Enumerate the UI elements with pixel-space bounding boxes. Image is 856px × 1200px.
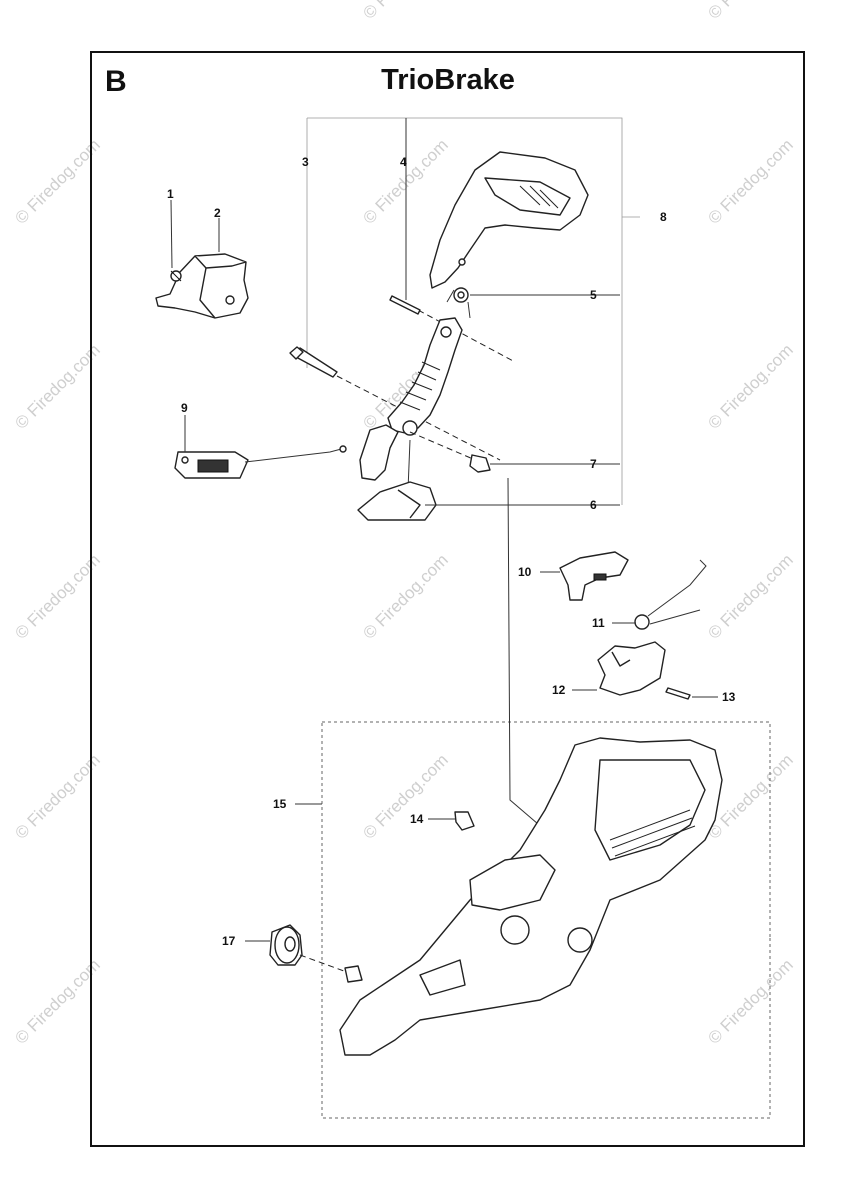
part-7-bushing: [469, 454, 491, 473]
watermark: © Firedog.com: [704, 955, 796, 1047]
part-5-spring: [446, 287, 471, 319]
callout-6: 6: [590, 498, 597, 512]
callout-15: 15: [273, 797, 287, 811]
part-2-cover: [155, 253, 249, 319]
part-13-pin: [665, 687, 691, 700]
watermark: © Firedog.com: [359, 550, 451, 642]
part-6-guard: [357, 481, 437, 521]
callout-14: 14: [410, 812, 424, 826]
part-11-spring: [634, 559, 707, 630]
diagram-title: TrioBrake: [381, 64, 515, 96]
watermark: © Firedog.com: [704, 550, 796, 642]
part-9-sensor: [174, 445, 347, 479]
callout-labels: 1 2 3 4 8 5 9 7 6 10 11 12 13 15 14 17: [167, 155, 736, 948]
callout-1: 1: [167, 187, 174, 201]
watermark: © Firedog.com: [359, 750, 451, 842]
watermark: © Firedog.com: [11, 955, 103, 1047]
callout-5: 5: [590, 288, 597, 302]
part-12: [597, 641, 666, 696]
callout-10: 10: [518, 565, 532, 579]
callout-7: 7: [590, 457, 597, 471]
part-17-damper: [269, 924, 303, 966]
watermark: © Firedog.com: [704, 0, 796, 23]
watermark: © Firedog.com: [704, 340, 796, 432]
callout-8: 8: [660, 210, 667, 224]
part-8-handle: [429, 151, 589, 289]
brake-lever-assembly: [359, 317, 463, 481]
part-10: [559, 551, 629, 601]
part-15-housing: [339, 737, 723, 1056]
watermark-side: © Firedog.com: [11, 135, 103, 227]
callout-9: 9: [181, 401, 188, 415]
part-14-bushing: [454, 811, 475, 831]
callout-12: 12: [552, 683, 566, 697]
callout-11: 11: [592, 616, 605, 630]
part-3-bolt: [289, 346, 338, 378]
watermark: © Firedog.com: [11, 550, 103, 642]
callout-2: 2: [214, 206, 221, 220]
watermark: © Firedog.com: [11, 340, 103, 432]
watermark: © Firedog.com: [359, 0, 451, 23]
group-bracket: [306, 117, 640, 505]
watermark: © Firedog.com: [11, 750, 103, 842]
callout-3: 3: [302, 155, 309, 169]
section-letter: B: [105, 65, 127, 98]
callout-13: 13: [722, 690, 736, 704]
callout-4: 4: [400, 155, 407, 169]
diagram-frame: [90, 51, 805, 1147]
watermark: © Firedog.com: [704, 135, 796, 227]
callout-17: 17: [222, 934, 236, 948]
